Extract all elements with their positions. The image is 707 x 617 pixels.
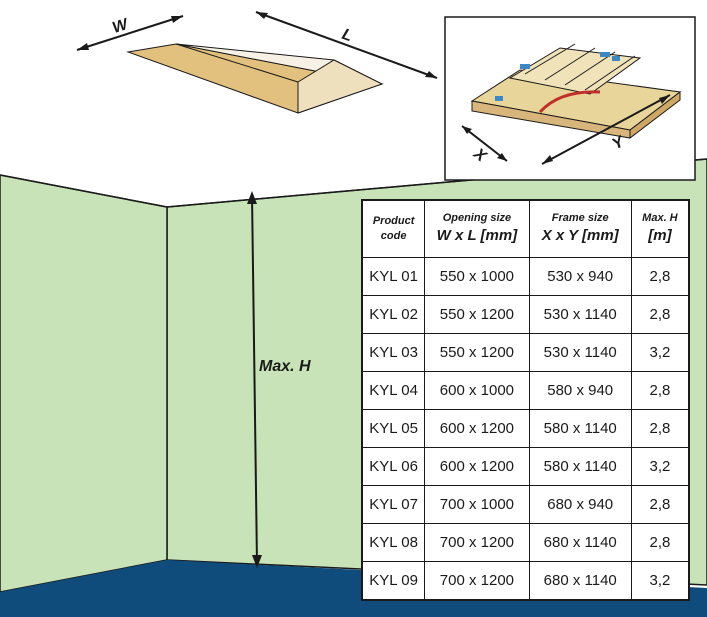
cell-maxh: 3,2 [630,561,690,601]
cell-code: KYL 03 [361,333,426,372]
cell-frame: 580 x 1140 [528,409,632,448]
table-row: KYL 03 550 x 1200 530 x 1140 3,2 [361,333,690,372]
header-product-code: Product code [361,199,426,258]
header-frame-bottom: X x Y [mm] [541,227,619,245]
cell-code: KYL 05 [361,409,426,448]
width-dimension: W [76,15,184,51]
header-maxh-top: Max. H [642,212,678,225]
cell-code: KYL 02 [361,295,426,334]
table-row: KYL 08 700 x 1200 680 x 1140 2,8 [361,523,690,562]
cell-frame: 580 x 1140 [528,447,632,486]
header-opening-size: Opening size W x L [mm] [424,199,530,258]
table-row: KYL 07 700 x 1000 680 x 940 2,8 [361,485,690,524]
frame-inset: X Y [444,16,696,181]
ladder-frame-illustration [470,43,682,140]
cell-maxh: 2,8 [630,485,690,524]
header-opening-top: Opening size [442,212,512,225]
table-row: KYL 05 600 x 1200 580 x 1140 2,8 [361,409,690,448]
cell-maxh: 3,2 [630,333,690,372]
length-label: L [340,26,355,45]
ceiling-opening [126,43,384,114]
cell-code: KYL 07 [361,485,426,524]
spec-table: Product code Opening size W x L [mm] Fra… [361,199,690,601]
max-height-arrow [247,191,262,568]
table-row: KYL 01 550 x 1000 530 x 940 2,8 [361,257,690,296]
cell-opening: 700 x 1200 [424,561,530,601]
cell-frame: 580 x 940 [528,371,632,410]
table-row: KYL 04 600 x 1000 580 x 940 2,8 [361,371,690,410]
cell-frame: 530 x 1140 [528,333,632,372]
header-product-line1: Product [372,215,415,228]
cell-frame: 530 x 1140 [528,295,632,334]
cell-maxh: 2,8 [630,371,690,410]
cell-maxh: 2,8 [630,257,690,296]
max-height-label: Max. H [259,358,311,375]
left-wall [0,174,168,593]
cell-opening: 700 x 1000 [424,485,530,524]
cell-code: KYL 09 [361,561,426,601]
cell-opening: 550 x 1200 [424,295,530,334]
header-frame-top: Frame size [551,212,609,225]
cell-code: KYL 01 [361,257,426,296]
cell-opening: 600 x 1200 [424,447,530,486]
cell-code: KYL 04 [361,371,426,410]
cell-opening: 550 x 1000 [424,257,530,296]
header-product-line2: code [380,230,407,242]
cell-maxh: 3,2 [630,447,690,486]
header-frame-size: Frame size X x Y [mm] [528,199,632,258]
cell-frame: 680 x 1140 [528,523,632,562]
cell-frame: 530 x 940 [528,257,632,296]
table-row: KYL 09 700 x 1200 680 x 1140 3,2 [361,561,690,601]
header-maxh-bottom: [m] [648,227,672,245]
header-opening-bottom: W x L [mm] [436,227,518,245]
length-dimension: L [255,11,438,79]
cell-maxh: 2,8 [630,295,690,334]
cell-opening: 550 x 1200 [424,333,530,372]
cell-maxh: 2,8 [630,409,690,448]
floor [0,560,707,617]
cell-code: KYL 08 [361,523,426,562]
cell-frame: 680 x 1140 [528,561,632,601]
table-header-row: Product code Opening size W x L [mm] Fra… [361,199,690,258]
table-row: KYL 02 550 x 1200 530 x 1140 2,8 [361,295,690,334]
cell-opening: 700 x 1200 [424,523,530,562]
table-row: KYL 06 600 x 1200 580 x 1140 3,2 [361,447,690,486]
cell-frame: 680 x 940 [528,485,632,524]
cell-maxh: 2,8 [630,523,690,562]
header-max-height: Max. H [m] [630,199,690,258]
cell-opening: 600 x 1200 [424,409,530,448]
cell-opening: 600 x 1000 [424,371,530,410]
cell-code: KYL 06 [361,447,426,486]
